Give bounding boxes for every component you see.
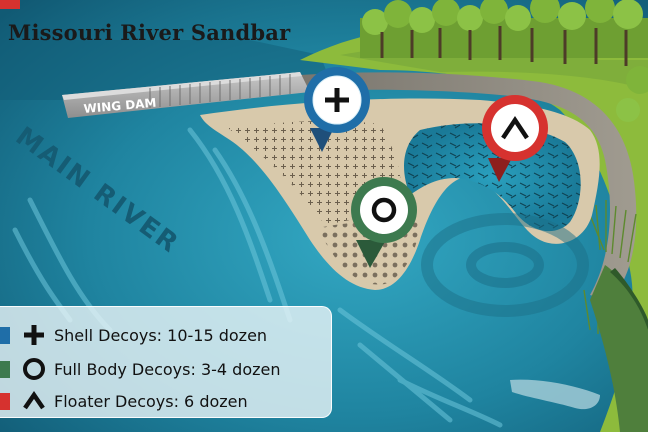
wing-dam [62, 72, 310, 118]
legend-label-full-body: Full Body Decoys: 3-4 dozen [54, 359, 281, 379]
title-accent [0, 0, 20, 9]
tree-line [360, 0, 648, 122]
legend-item-full-body: Full Body Decoys: 3-4 dozen [0, 355, 281, 383]
map-title: Missouri River Sandbar [8, 20, 291, 45]
chevron-up-icon [23, 391, 45, 410]
legend-swatch-red [0, 392, 10, 410]
legend-label-floater: Floater Decoys: 6 dozen [54, 391, 248, 411]
chevron-up-icon [501, 115, 529, 140]
submerged-log [510, 379, 600, 410]
shell-decoy-pin[interactable] [304, 67, 370, 152]
circle-icon [23, 358, 45, 380]
legend-swatch-blue [0, 326, 10, 344]
full-body-decoy-pin[interactable] [351, 177, 417, 268]
plus-icon [325, 88, 349, 112]
legend-panel: Shell Decoys: 10-15 dozen Full Body Deco… [0, 306, 332, 418]
legend-swatch-green [0, 360, 10, 378]
ripple-rings [421, 213, 589, 317]
legend-label-shell: Shell Decoys: 10-15 dozen [54, 325, 268, 345]
plus-icon [24, 325, 44, 345]
circle-icon [371, 197, 397, 223]
floater-decoy-pin[interactable] [482, 95, 548, 182]
wing-dam-label: WING DAM [83, 96, 157, 116]
legend-item-shell: Shell Decoys: 10-15 dozen [0, 321, 267, 349]
legend-item-floater: Floater Decoys: 6 dozen [0, 387, 248, 415]
